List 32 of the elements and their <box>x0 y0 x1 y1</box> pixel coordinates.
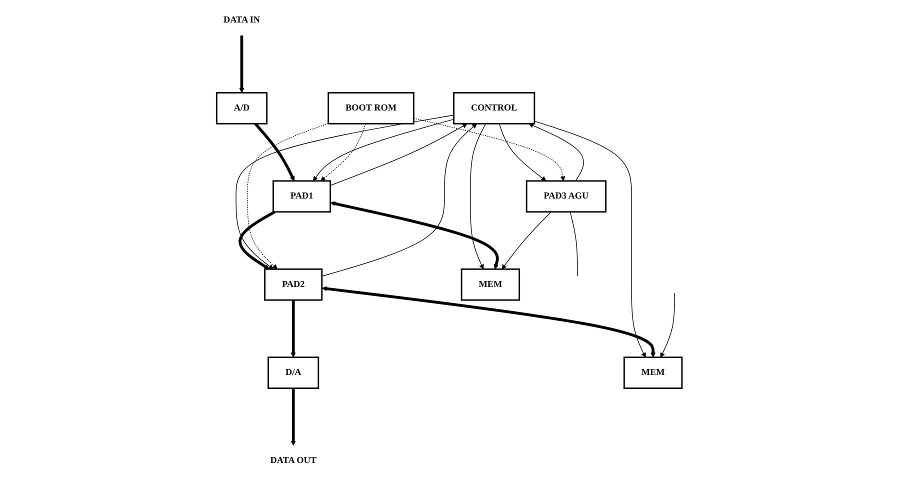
arrow <box>320 123 366 182</box>
arrow <box>660 292 675 358</box>
arrow <box>238 210 276 270</box>
node-box: PAD3 AGU <box>526 180 607 213</box>
node-box: A/D <box>216 92 268 124</box>
node-box: D/A <box>268 356 320 389</box>
arrow <box>534 120 646 358</box>
node-box: MEM <box>460 268 520 301</box>
arrow <box>322 286 656 358</box>
node-box: PAD2 <box>264 268 323 301</box>
arrow <box>502 212 552 270</box>
arrow <box>470 123 486 270</box>
arrow <box>290 300 296 358</box>
arrow <box>322 123 477 277</box>
arrow <box>312 119 454 182</box>
arrow <box>528 123 584 182</box>
connector <box>570 212 578 276</box>
arrow <box>239 36 244 93</box>
arrow <box>498 123 546 182</box>
arrow <box>290 388 296 446</box>
arrow <box>330 123 468 186</box>
node-box: CONTROL <box>453 92 536 124</box>
arrow <box>254 122 295 182</box>
arrow <box>236 114 454 270</box>
node-text: DATA IN <box>223 14 260 25</box>
arrow <box>413 118 566 182</box>
node-box: MEM <box>623 356 683 389</box>
arrow <box>247 123 329 270</box>
node-text: DATA OUT <box>270 456 316 466</box>
node-box: BOOT ROM <box>328 92 414 124</box>
arrow <box>330 201 499 270</box>
node-box: PAD1 <box>272 180 332 213</box>
